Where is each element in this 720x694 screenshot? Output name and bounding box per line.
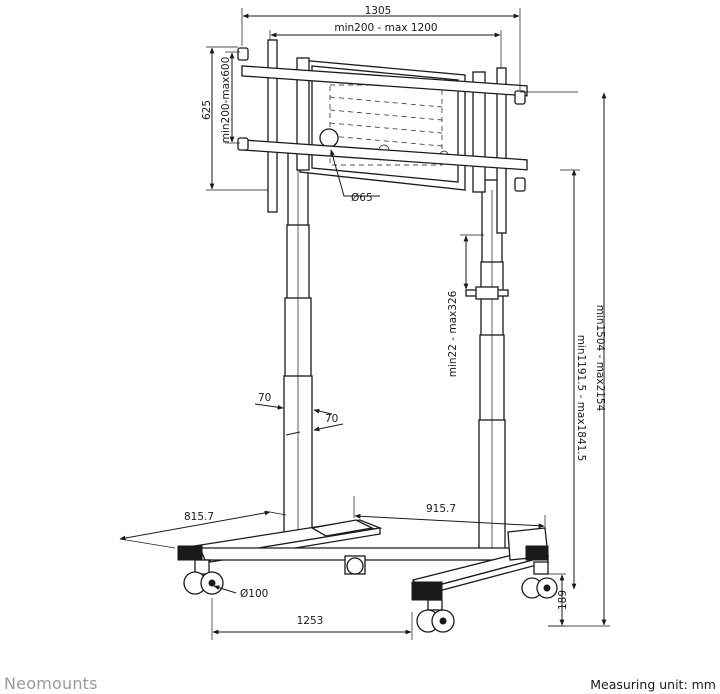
label-vesa-width: min200 - max 1200	[334, 22, 437, 34]
label-hole-diameter: Ø65	[351, 192, 373, 204]
wheel-rear-left	[344, 555, 366, 575]
vesa-rails	[237, 39, 528, 234]
brand-logo-text: Neomounts	[4, 674, 98, 693]
label-base-width: 1253	[297, 615, 324, 627]
base-frame	[177, 519, 550, 601]
stand-illustration	[177, 39, 558, 633]
label-wheel-diameter: Ø100	[240, 588, 268, 600]
label-column-width: 70	[325, 413, 338, 425]
label-vesa-height: min200-max600	[220, 57, 232, 144]
measuring-unit-note: Measuring unit: mm	[590, 677, 716, 692]
label-base-height: 189	[557, 590, 569, 610]
label-column-depth: 70	[258, 392, 271, 404]
wheel-front-right	[416, 599, 455, 633]
wheel-front-left	[183, 559, 224, 595]
label-total-height: min1504 - max2154	[594, 305, 606, 412]
dimension-labels: 1305 min200 - max 1200 625 min200-max600…	[184, 5, 606, 627]
left-column	[283, 149, 313, 533]
label-base-depth: 815.7	[184, 511, 214, 523]
label-total-width: 1305	[365, 5, 392, 17]
wheel-rear-right	[521, 561, 558, 599]
label-plate-height: 625	[201, 100, 213, 120]
label-base-inner-width: 915.7	[426, 503, 456, 515]
label-center-height: min1191.5 - max1841.5	[575, 335, 587, 462]
wheels	[183, 555, 558, 633]
dimension-lines	[119, 8, 610, 640]
label-shelf-adjust: min22 - max326	[447, 290, 459, 377]
right-column	[465, 179, 509, 561]
